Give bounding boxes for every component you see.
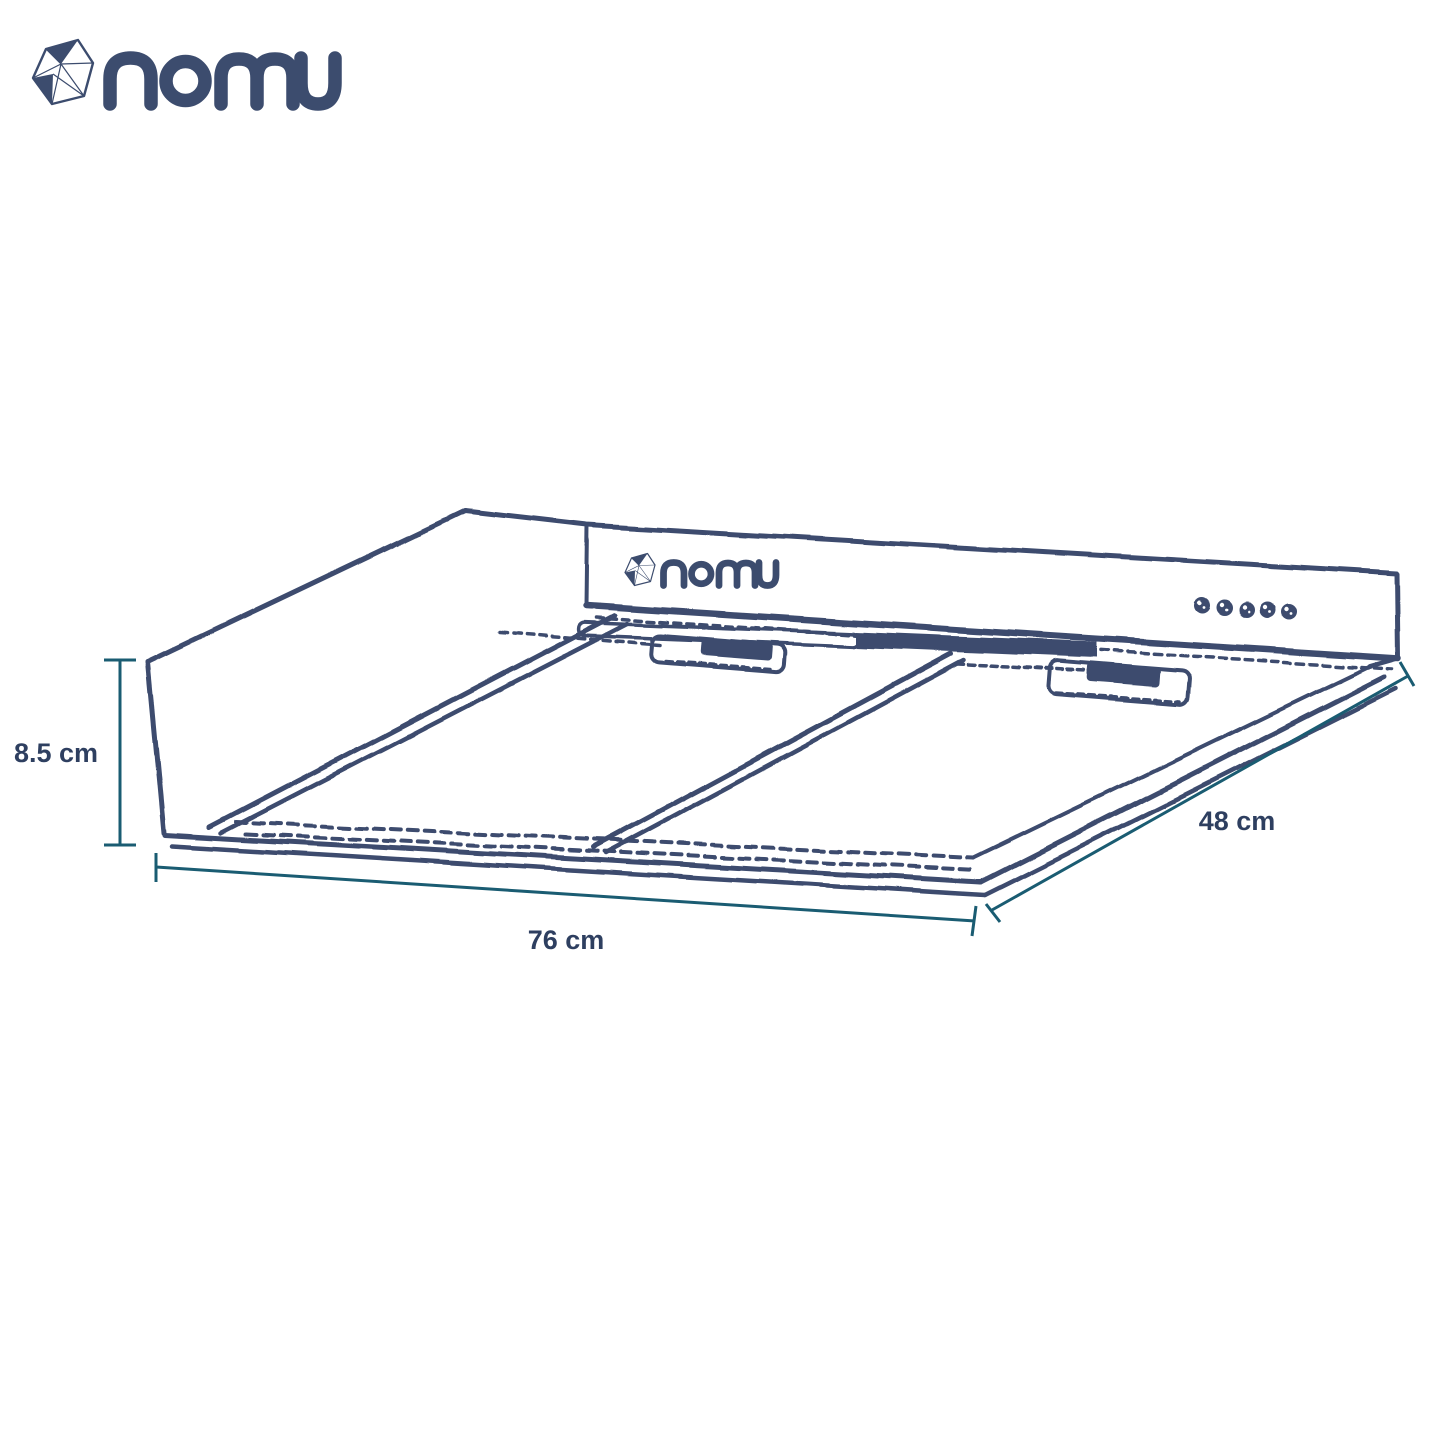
filter-clip-right [1046,659,1192,706]
control-button [1281,604,1297,620]
depth-dimension: 48 cm [984,661,1416,923]
control-button [1217,600,1233,616]
underside-frame [207,613,1394,836]
control-button [1195,598,1211,614]
dimension-annotations: 8.5 cm 76 cm 48 cm [14,658,1416,955]
header-logo [31,38,335,106]
brand-wordmark [664,563,777,586]
hood-drawing [145,508,1402,898]
brand-wordmark [110,58,335,104]
hexagon-logo-icon [624,552,656,587]
height-label: 8.5 cm [14,738,98,768]
control-button [1239,602,1255,618]
control-buttons [1195,598,1297,620]
hood-panel-logo [624,552,777,587]
hood-bottom-rim [162,820,988,898]
filter-clip-left [649,633,788,674]
control-button [1260,602,1276,618]
filter-divider [590,651,967,856]
width-dimension: 76 cm [154,853,978,955]
hood-outline [145,508,1402,836]
vent-slot [576,620,1098,673]
height-dimension: 8.5 cm [14,658,136,847]
hexagon-logo-icon [31,38,95,106]
depth-label: 48 cm [1199,806,1276,836]
hood-right-rim [971,664,1399,898]
handle-bar [857,632,1098,658]
width-label: 76 cm [528,925,605,955]
